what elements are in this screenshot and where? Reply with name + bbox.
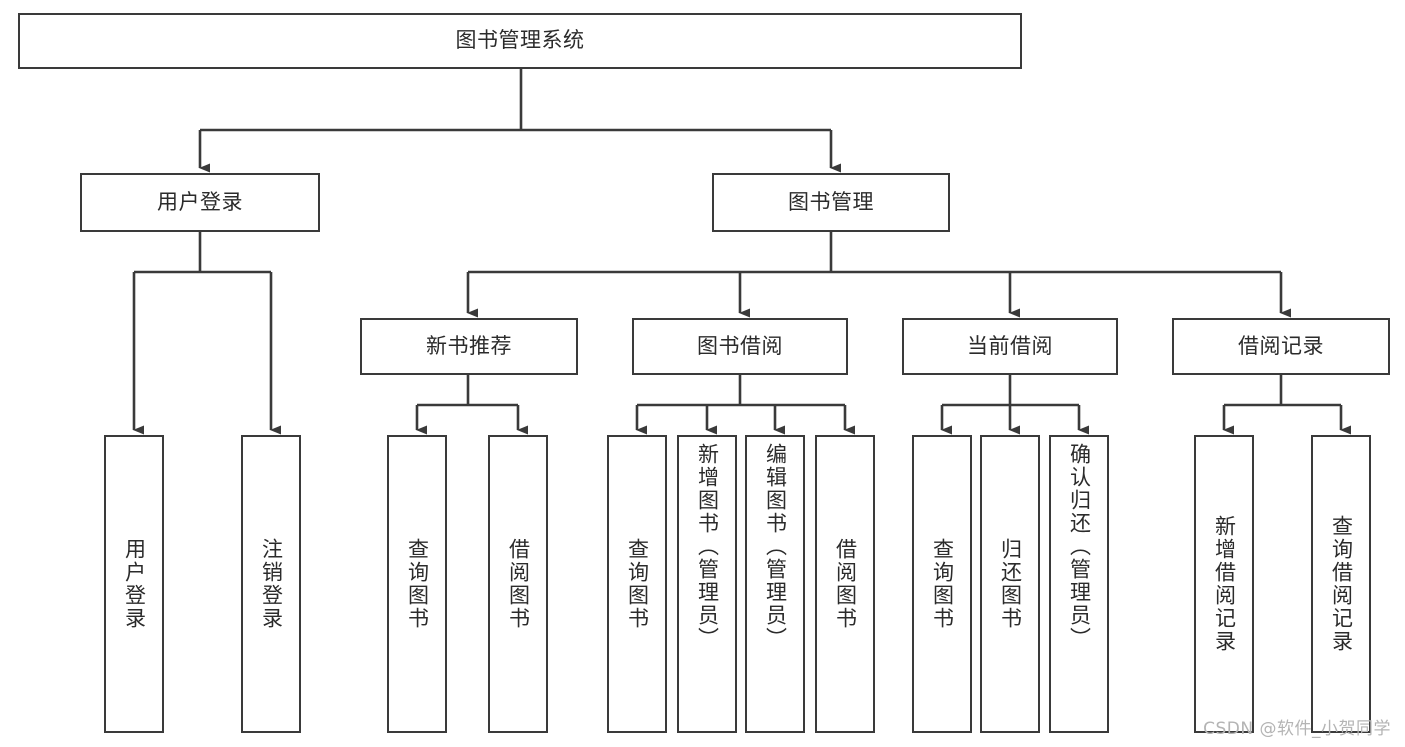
node-label: 新增图书（管理员） xyxy=(695,443,720,650)
node-label: 新增借阅记录 xyxy=(1212,515,1237,653)
node-current-borrow[interactable]: 当前借阅 xyxy=(902,318,1118,375)
node-root-book-management-system[interactable]: 图书管理系统 xyxy=(18,13,1022,69)
node-leaf-add-borrow-record[interactable]: 新增借阅记录 xyxy=(1194,435,1254,733)
node-label: 图书管理系统 xyxy=(455,28,585,53)
node-label: 用户登录 xyxy=(122,538,147,630)
node-leaf-user-login[interactable]: 用户登录 xyxy=(104,435,164,733)
node-label: 查询借阅记录 xyxy=(1329,515,1354,653)
node-label: 编辑图书（管理员） xyxy=(763,443,788,650)
node-label: 当前借阅 xyxy=(967,333,1053,358)
node-label: 用户登录 xyxy=(157,189,243,214)
node-leaf-query-borrow-record[interactable]: 查询借阅记录 xyxy=(1311,435,1371,733)
node-leaf-user-logout[interactable]: 注销登录 xyxy=(241,435,301,733)
node-user-login[interactable]: 用户登录 xyxy=(80,173,320,232)
node-leaf-add-book-admin[interactable]: 新增图书（管理员） xyxy=(677,435,737,733)
node-label: 图书管理 xyxy=(788,189,874,214)
node-leaf-query-book-recommend[interactable]: 查询图书 xyxy=(387,435,447,733)
node-leaf-query-book-current[interactable]: 查询图书 xyxy=(912,435,972,733)
node-new-book-recommend[interactable]: 新书推荐 xyxy=(360,318,578,375)
node-label: 查询图书 xyxy=(625,538,650,630)
node-label: 归还图书 xyxy=(998,538,1023,630)
node-label: 借阅图书 xyxy=(506,538,531,630)
node-borrow-record[interactable]: 借阅记录 xyxy=(1172,318,1390,375)
node-book-management[interactable]: 图书管理 xyxy=(712,173,950,232)
node-label: 查询图书 xyxy=(405,538,430,630)
node-leaf-edit-book-admin[interactable]: 编辑图书（管理员） xyxy=(745,435,805,733)
node-leaf-return-book[interactable]: 归还图书 xyxy=(980,435,1040,733)
node-leaf-borrow-book-recommend[interactable]: 借阅图书 xyxy=(488,435,548,733)
node-label: 新书推荐 xyxy=(426,333,512,358)
node-label: 注销登录 xyxy=(259,538,284,630)
node-label: 借阅记录 xyxy=(1238,333,1324,358)
node-label: 确认归还（管理员） xyxy=(1067,443,1092,650)
node-label: 查询图书 xyxy=(930,538,955,630)
node-book-borrow[interactable]: 图书借阅 xyxy=(632,318,848,375)
node-leaf-confirm-return-admin[interactable]: 确认归还（管理员） xyxy=(1049,435,1109,733)
node-label: 借阅图书 xyxy=(833,538,858,630)
node-leaf-query-book-borrow[interactable]: 查询图书 xyxy=(607,435,667,733)
node-leaf-borrow-book-borrow[interactable]: 借阅图书 xyxy=(815,435,875,733)
node-label: 图书借阅 xyxy=(697,333,783,358)
